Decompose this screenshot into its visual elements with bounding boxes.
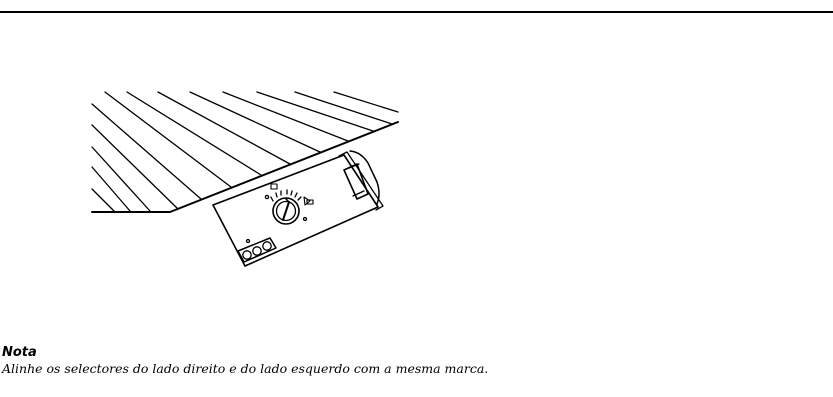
- top-rule: [0, 11, 833, 13]
- wall-hatching: [91, 91, 399, 213]
- dial-markings: [264, 183, 314, 222]
- note-title: Nota: [2, 345, 37, 360]
- selector-dial: [272, 197, 300, 225]
- device: [212, 150, 384, 267]
- device-illustration: [91, 91, 399, 267]
- control-buttons: [237, 237, 277, 263]
- note-text: Alinhe os selectores do lado direito e d…: [2, 361, 489, 376]
